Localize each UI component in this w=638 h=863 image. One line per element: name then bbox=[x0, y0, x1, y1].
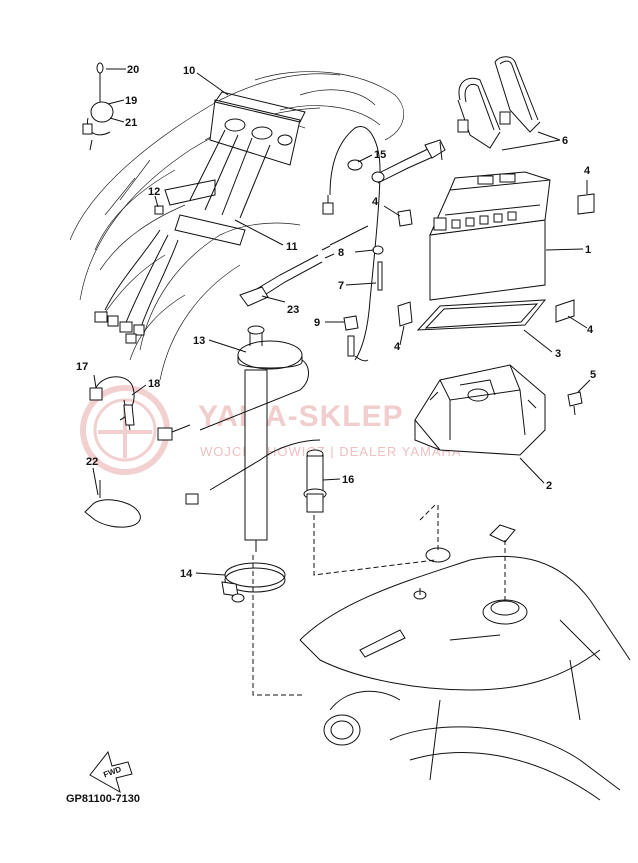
callout-14: 14 bbox=[180, 568, 193, 580]
sensor-wire bbox=[322, 126, 381, 361]
callout-18: 18 bbox=[148, 378, 160, 390]
callout-4-bottom-right: 4 bbox=[587, 324, 594, 336]
callout-12: 12 bbox=[148, 186, 160, 198]
callout-16: 16 bbox=[342, 474, 354, 486]
callout-4-top-right: 4 bbox=[584, 165, 591, 177]
bolt bbox=[567, 391, 583, 416]
callout-19: 19 bbox=[125, 95, 137, 107]
battery-bands bbox=[457, 56, 541, 149]
callout-22: 22 bbox=[86, 456, 98, 468]
callout-5: 5 bbox=[590, 369, 596, 381]
callout-9: 9 bbox=[314, 317, 320, 329]
wire-harness-left bbox=[94, 229, 179, 344]
battery bbox=[429, 171, 551, 301]
callout-6: 6 bbox=[562, 135, 568, 147]
clamp-assembly bbox=[82, 62, 114, 151]
callout-8: 8 bbox=[338, 247, 344, 259]
meter-panel bbox=[154, 91, 306, 246]
callout-21: 21 bbox=[125, 117, 137, 129]
callout-4-top-left: 4 bbox=[372, 196, 379, 208]
callout-1: 1 bbox=[585, 244, 591, 256]
fuel-tank bbox=[299, 524, 631, 801]
battery-mat bbox=[416, 299, 547, 331]
part-code: GP81100-7130 bbox=[66, 793, 140, 805]
callout-7: 7 bbox=[338, 280, 344, 292]
callout-20: 20 bbox=[127, 64, 139, 76]
cable-tie bbox=[84, 480, 141, 528]
callout-10: 10 bbox=[183, 65, 195, 77]
fwd-arrow-icon: FWD bbox=[89, 750, 133, 794]
leader-lines bbox=[92, 68, 591, 576]
callout-23: 23 bbox=[287, 304, 299, 316]
callout-11: 11 bbox=[286, 241, 298, 253]
callout-2: 2 bbox=[546, 480, 552, 492]
callout-3: 3 bbox=[555, 348, 561, 360]
fuel-sender bbox=[157, 325, 309, 552]
vent-tube bbox=[239, 139, 446, 307]
reference-lines bbox=[252, 504, 506, 696]
small-parts bbox=[343, 245, 384, 362]
callout-15: 15 bbox=[374, 149, 386, 161]
watermark-title: YAMA-SKLEP bbox=[198, 400, 404, 433]
clamp-17-18 bbox=[89, 376, 135, 431]
callouts: 20 19 21 10 12 11 15 23 8 7 9 13 17 18 2… bbox=[76, 64, 596, 580]
callout-17: 17 bbox=[76, 361, 88, 373]
watermark-subtitle: WOJCIECHOWICZ | DEALER YAMAHA bbox=[200, 444, 462, 459]
battery-box bbox=[414, 364, 546, 456]
callout-4-bottom-left: 4 bbox=[394, 341, 401, 353]
sensor-16 bbox=[185, 439, 327, 513]
callout-13: 13 bbox=[193, 335, 205, 347]
